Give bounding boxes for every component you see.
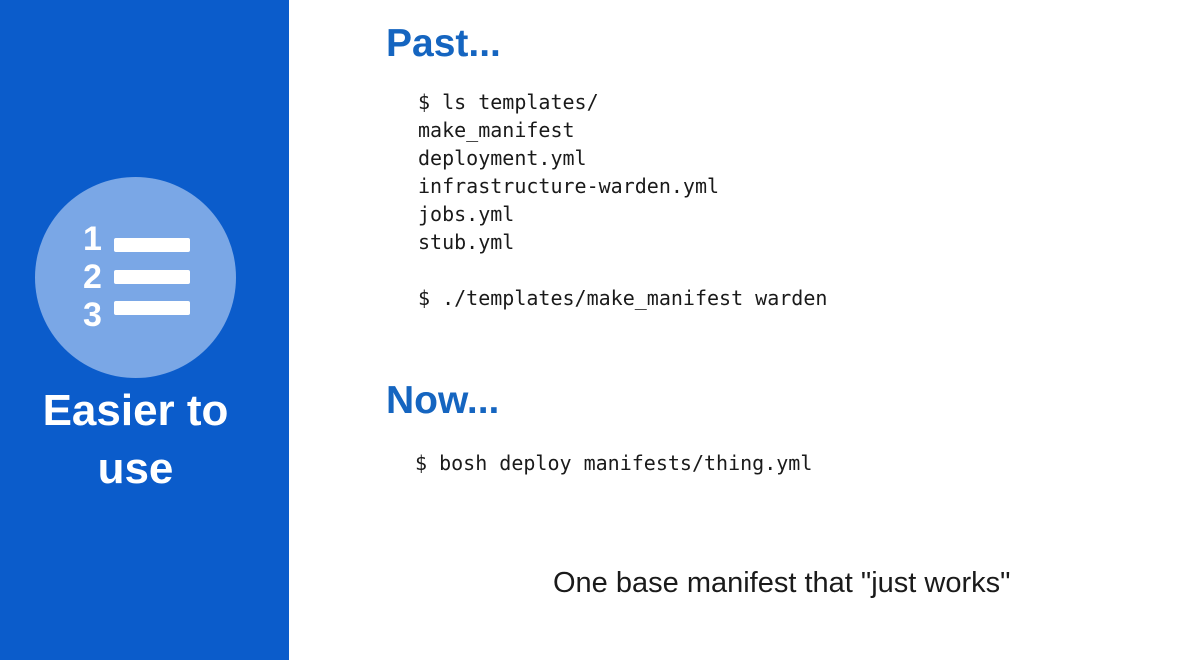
past-code-line	[418, 256, 827, 284]
now-code-line: $ bosh deploy manifests/thing.yml	[415, 451, 813, 475]
past-code-line: $ ls templates/	[418, 90, 599, 114]
past-code-line: infrastructure-warden.yml	[418, 174, 720, 198]
past-code-line: $ ./templates/make_manifest warden	[418, 286, 828, 310]
past-title: Past...	[386, 22, 501, 65]
past-code-line: jobs.yml	[418, 202, 515, 226]
past-code-line: make_manifest	[418, 118, 575, 142]
sidebar: 1 2 3 Easier to use	[0, 0, 289, 660]
past-code-block: $ ls templates/make_manifest deployment.y…	[418, 88, 827, 312]
list-digit-3: 3	[83, 296, 102, 334]
past-code-line: deployment.yml	[418, 146, 587, 170]
list-bar-1	[114, 238, 190, 252]
list-bar-3	[114, 301, 190, 315]
now-code-block: $ bosh deploy manifests/thing.yml	[415, 449, 812, 477]
now-title: Now...	[386, 379, 500, 422]
footnote: One base manifest that "just works"	[553, 567, 1011, 599]
past-code-line: stub.yml	[418, 230, 515, 254]
list-digit-2: 2	[83, 258, 102, 296]
list-digit-1: 1	[83, 220, 102, 258]
numbered-list-icon: 1 2 3	[35, 177, 236, 378]
sidebar-heading: Easier to use	[42, 386, 229, 493]
list-bar-2	[114, 270, 190, 284]
